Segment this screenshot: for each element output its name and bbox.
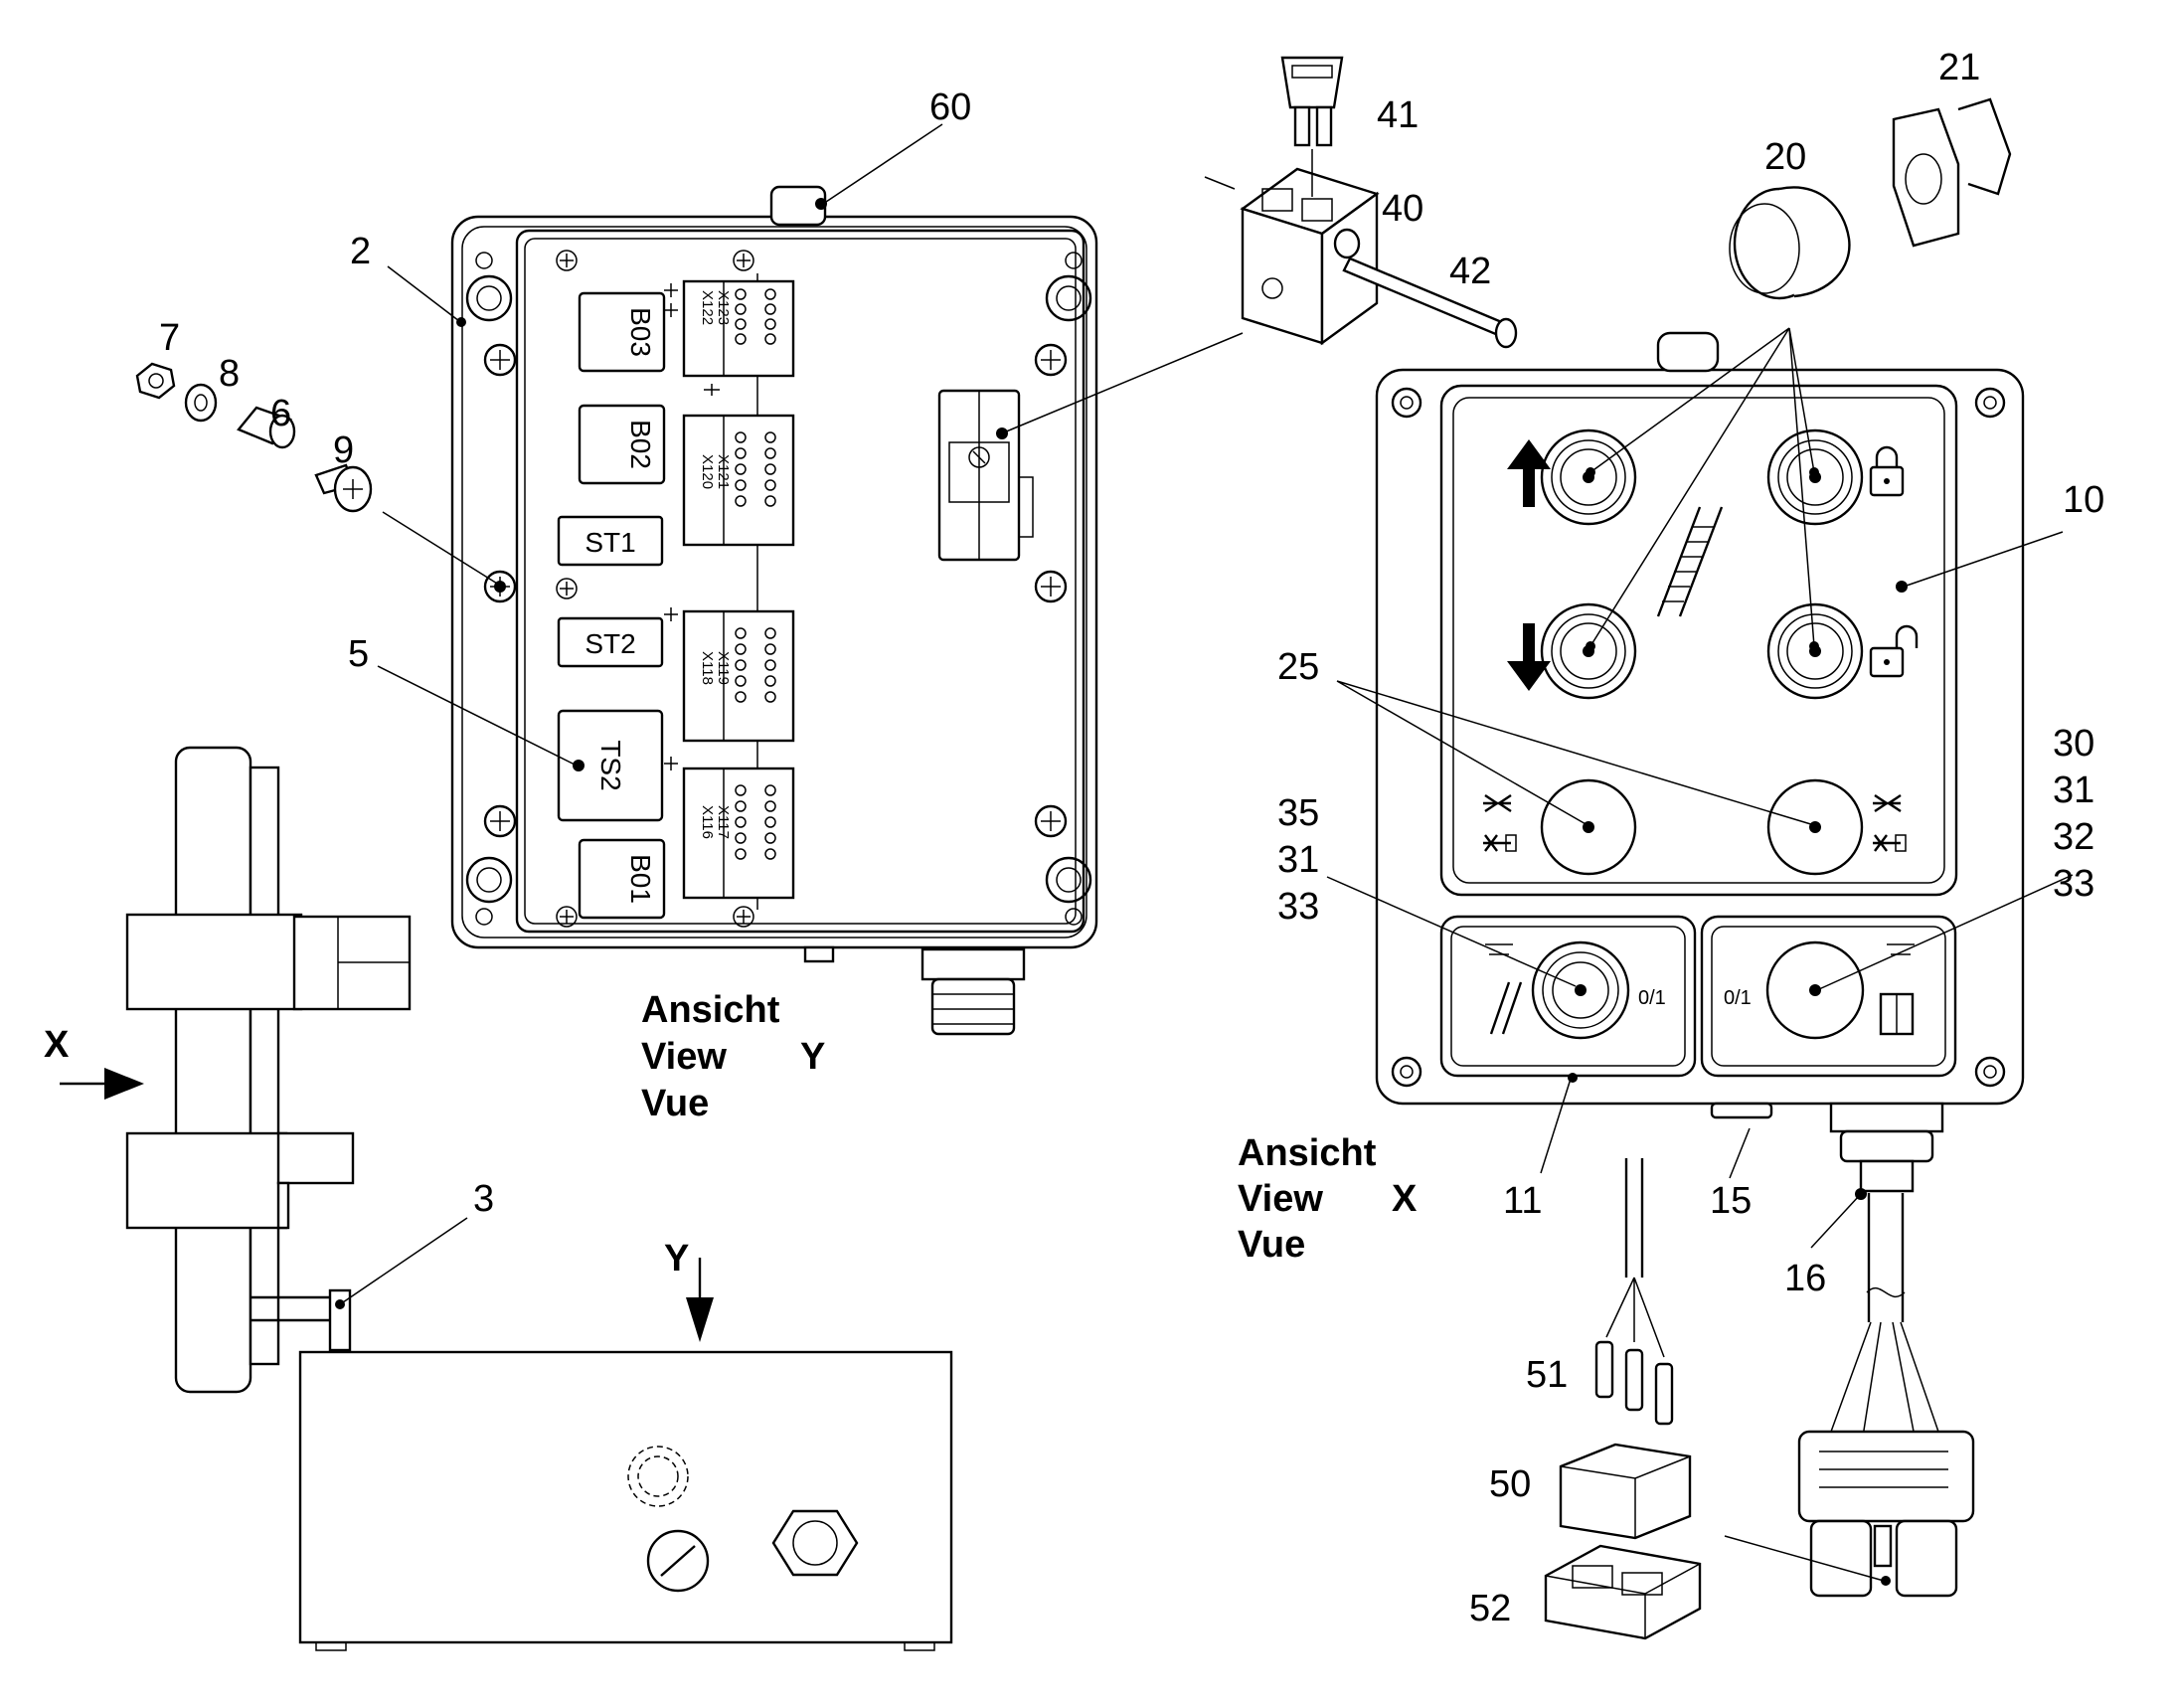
callout-8: 8: [219, 353, 240, 395]
svg-text:Ansicht: Ansicht: [641, 989, 780, 1031]
switch-label-left: 0/1: [1638, 987, 1666, 1009]
callout-31a: 31: [2053, 769, 2094, 811]
box-label-b03: B03: [625, 307, 656, 357]
push-button-up[interactable]: [1540, 428, 1637, 526]
box-label-b01: B01: [625, 854, 656, 904]
push-button-unlock[interactable]: [1766, 602, 1864, 700]
arrow-up-icon: [1507, 439, 1551, 507]
callout-31b: 31: [1277, 839, 1319, 881]
svg-text:Y: Y: [664, 1238, 689, 1280]
svg-text:X: X: [44, 1024, 70, 1066]
caption-view-y: Ansicht View Y Vue: [641, 989, 825, 1124]
callout-11: 11: [1503, 1180, 1542, 1222]
svg-text:X118: X118: [699, 651, 716, 685]
callout-5: 5: [348, 633, 369, 675]
leader-lines: [335, 123, 2074, 1586]
cable-gland-panel: [1829, 1102, 1944, 1193]
svg-text:X117: X117: [715, 805, 732, 839]
light-symbol-icons: [1483, 794, 1907, 852]
switch-label-right: 0/1: [1724, 987, 1752, 1009]
callout-3: 3: [473, 1178, 494, 1220]
side-view: [125, 746, 412, 1394]
callout-60: 60: [929, 86, 971, 128]
callout-51: 51: [1526, 1354, 1568, 1396]
svg-text:X121: X121: [715, 454, 732, 489]
lock-icon: [1869, 445, 1905, 497]
callout-6: 6: [270, 393, 291, 434]
indicator-light-right: [1766, 778, 1864, 876]
callout-30: 30: [2053, 723, 2094, 765]
callout-20: 20: [1764, 136, 1806, 178]
arrow-down-icon: [1507, 623, 1551, 691]
cable-gland-bottom: [803, 945, 1026, 1036]
callout-33a: 33: [2053, 863, 2094, 905]
fuse-holder-mounted: [937, 389, 1034, 562]
callout-7: 7: [159, 317, 180, 359]
callout-16: 16: [1784, 1258, 1826, 1299]
svg-text:X122: X122: [699, 290, 716, 325]
callout-9: 9: [333, 429, 354, 471]
callout-21: 21: [1938, 47, 1980, 88]
ladder-icon: [1656, 506, 1724, 617]
svg-text:Ansicht: Ansicht: [1238, 1132, 1377, 1174]
svg-text:Y: Y: [800, 1036, 825, 1078]
svg-text:X120: X120: [699, 454, 716, 489]
diode-symbols: [664, 283, 720, 770]
box-label-ts2: TS2: [595, 740, 626, 790]
callout-52: 52: [1469, 1588, 1511, 1629]
indicator-light-left: [1540, 778, 1637, 876]
svg-text:X116: X116: [699, 805, 716, 839]
fuse-holder-exploded: [1204, 56, 1518, 349]
toggle-switch-door[interactable]: [1765, 940, 1865, 1040]
control-box-open: B03 B02 ST1 ST2 TS2 B01 X122 X123 X120 X…: [450, 185, 1098, 1036]
svg-text:View: View: [1238, 1178, 1323, 1220]
callout-40: 40: [1382, 188, 1423, 230]
unlock-icon: [1869, 624, 1919, 678]
svg-text:View: View: [641, 1036, 727, 1078]
box-label-st2: ST2: [585, 628, 635, 659]
svg-text:X119: X119: [715, 651, 732, 685]
cover-screws: [483, 250, 1068, 928]
cable-assembly: [1544, 1158, 1975, 1640]
nut-washer-screw-set: [135, 362, 373, 513]
callout-25: 25: [1277, 646, 1319, 688]
callout-35: 35: [1277, 792, 1319, 834]
view-arrow-x: X: [44, 1024, 144, 1100]
svg-text:Vue: Vue: [641, 1083, 709, 1124]
callout-32: 32: [2053, 816, 2094, 858]
callout-42: 42: [1449, 251, 1491, 292]
view-arrow-y: Y: [664, 1238, 714, 1342]
button-cap-and-clip: [1729, 97, 2012, 300]
box-label-b02: B02: [625, 420, 656, 469]
callout-numbers: 2 3 5 6 7 8 9 10 11 15 16 20 21 25 30 31…: [159, 47, 2104, 1629]
push-button-down[interactable]: [1540, 602, 1637, 700]
callout-41: 41: [1377, 94, 1419, 136]
control-panel-front: 0/1 0/1: [1375, 331, 2025, 1193]
caption-view-x: Ansicht View X Vue: [1238, 1132, 1418, 1266]
callout-2: 2: [350, 231, 371, 272]
door-icon: [1879, 943, 1915, 1036]
ladder-small-icon: [1485, 943, 1523, 1035]
callout-15: 15: [1710, 1180, 1752, 1222]
svg-text:X: X: [1392, 1178, 1418, 1220]
callout-50: 50: [1489, 1463, 1531, 1505]
toggle-switch-ladder[interactable]: [1531, 940, 1630, 1040]
panel-mounting-holes: [1391, 387, 2006, 1088]
box-label-st1: ST1: [585, 527, 635, 558]
callout-33b: 33: [1277, 886, 1319, 928]
svg-text:Vue: Vue: [1238, 1224, 1305, 1266]
mounting-holes: [465, 252, 1092, 926]
control-box-closed: [298, 1350, 953, 1651]
callout-10: 10: [2063, 479, 2104, 521]
push-button-lock[interactable]: [1766, 428, 1864, 526]
terminal-screws: [735, 288, 776, 860]
svg-text:X123: X123: [715, 290, 732, 325]
